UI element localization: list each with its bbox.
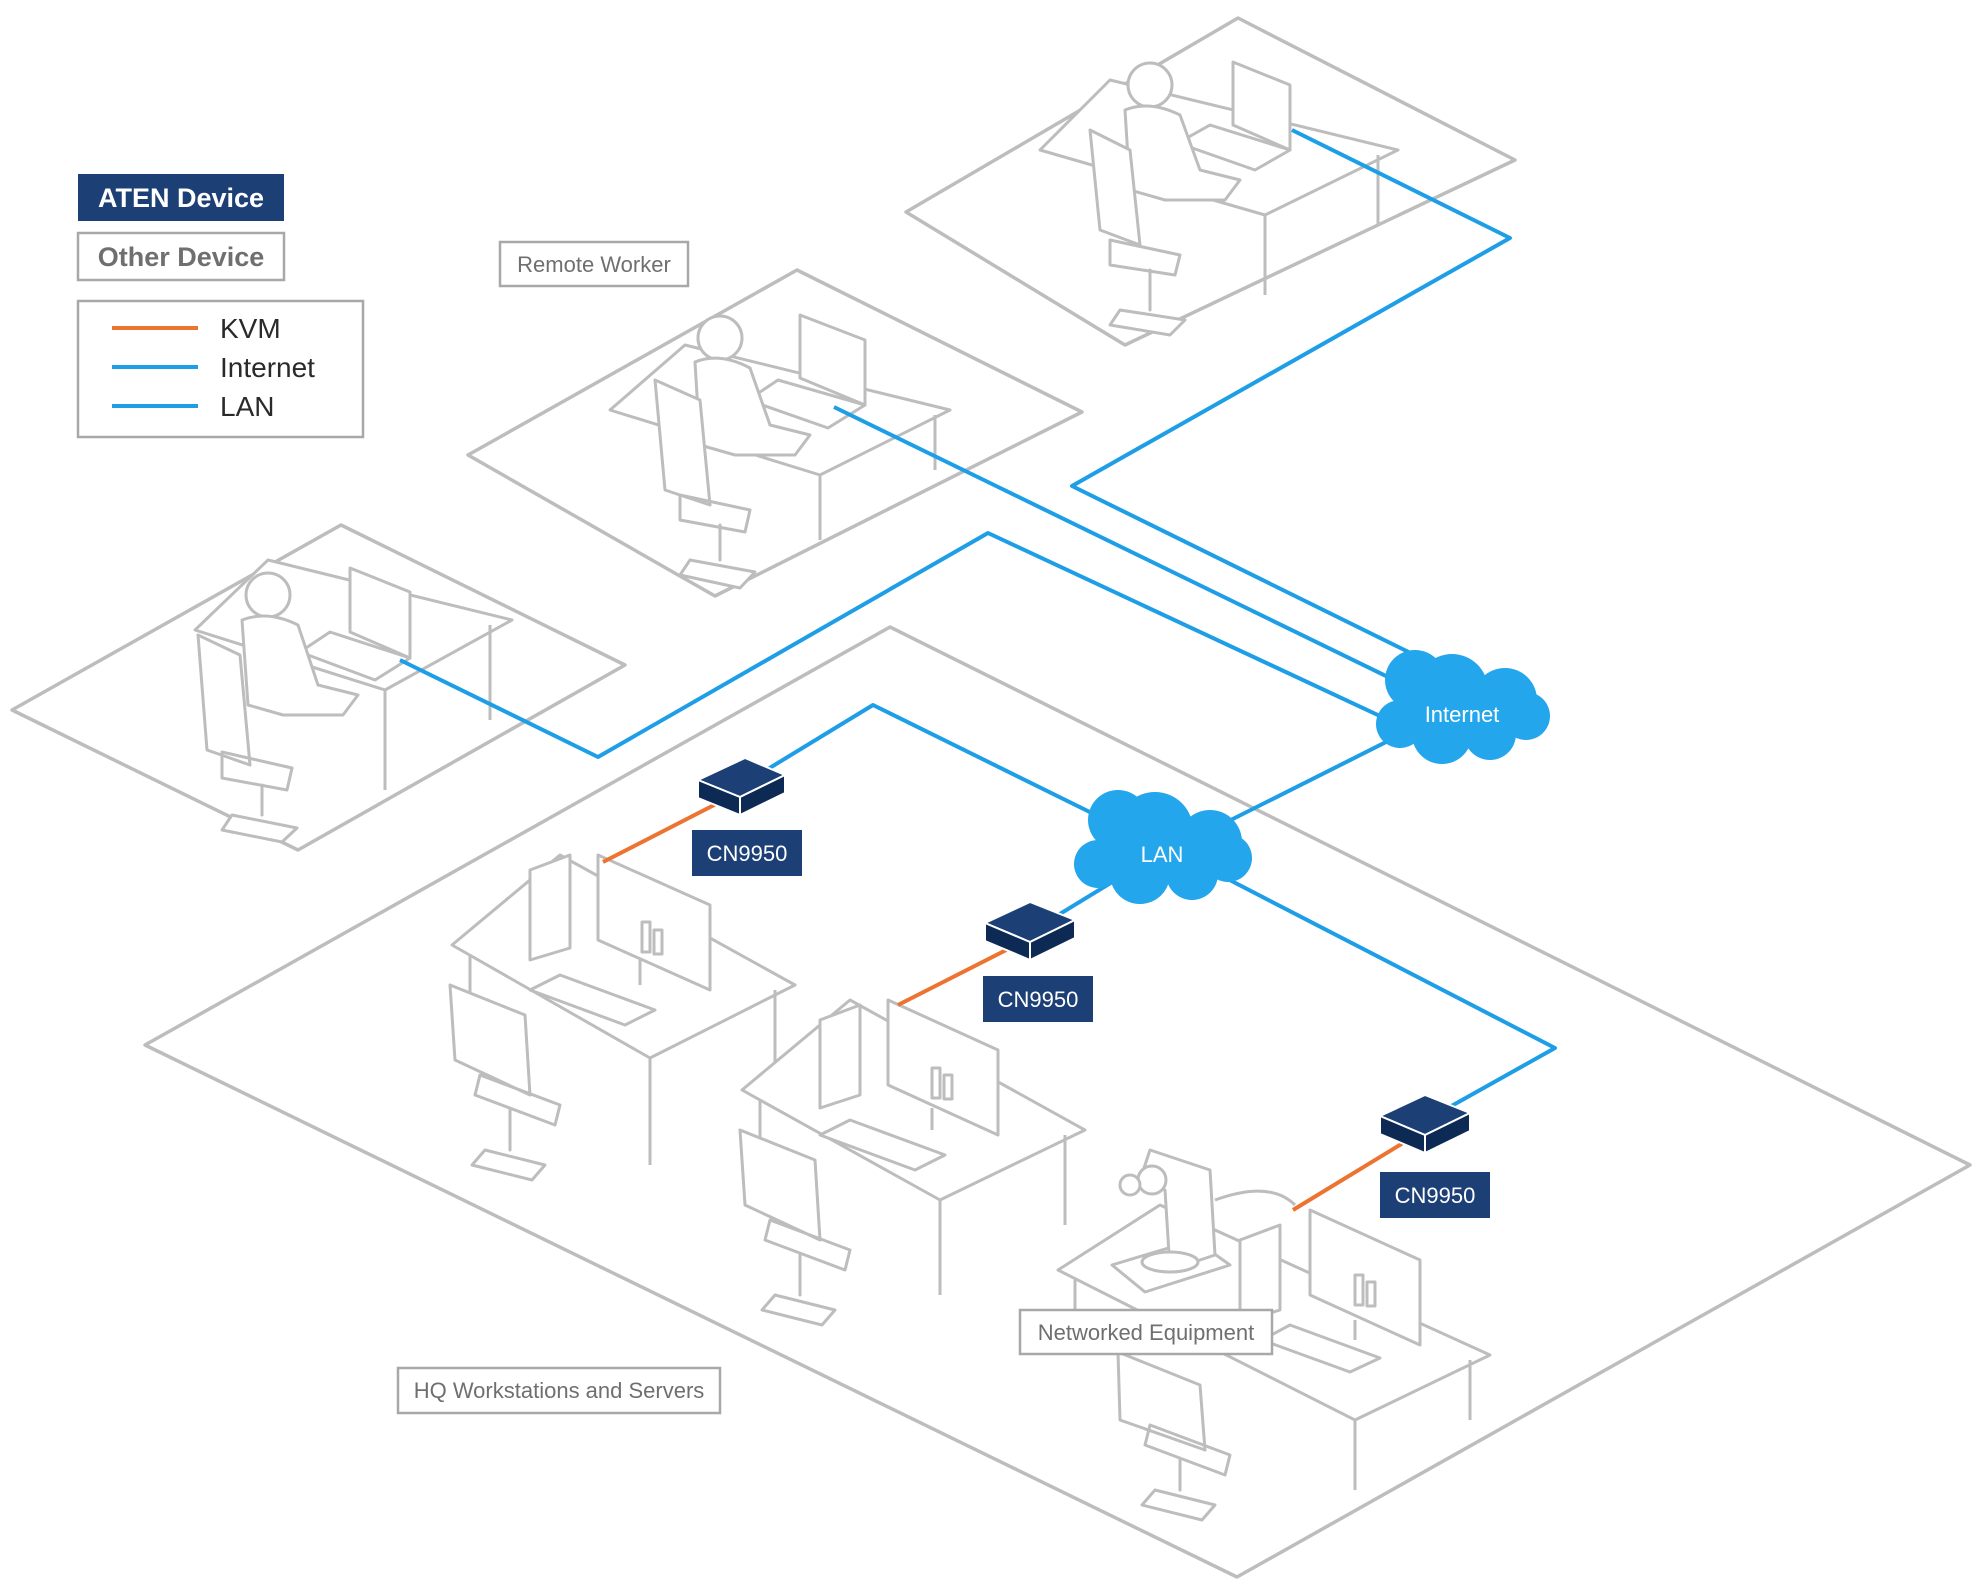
cn9950-label-1: CN9950 [707,841,788,866]
remote-workstation-middle [608,313,952,590]
remote-worker-label: Remote Worker [498,240,690,288]
legend-aten-swatch [78,174,284,221]
chair [738,1128,852,1327]
person-head [696,314,744,362]
cn9950-label-3: CN9950 [1395,1183,1476,1208]
hq-workstation-1 [448,853,797,1182]
networked-equipment-label: Networked Equipment [1018,1308,1274,1356]
cn9950-label-2: CN9950 [998,987,1079,1012]
chair [653,378,757,590]
chair [448,983,562,1182]
internet-cloud: Internet [1376,650,1550,764]
monitor [1308,1208,1422,1347]
monitor [596,853,712,992]
person-head [244,571,292,619]
person-body [1123,104,1242,202]
remote-floor-middle [466,268,1084,598]
legend-aten-label: ATEN Device [98,183,264,213]
legend-other-swatch [76,231,286,282]
lan-cloud: LAN [1074,790,1252,904]
hq-label: HQ Workstations and Servers [396,1366,722,1415]
kvm-line-1 [602,801,719,864]
hq-floor [143,625,1972,1579]
legend-kvm-label: KVM [220,313,281,344]
cn9950-device-1[interactable]: CN9950 [692,756,802,876]
pc-tower [528,853,572,962]
internet-line-left [399,531,1411,759]
legend-internet-label: Internet [220,352,315,383]
lan-to-cn9950-1 [743,703,1111,824]
legend-other-label: Other Device [98,242,265,272]
person-body [240,614,360,717]
kvm-lines [602,801,1410,1212]
internet-lines [399,128,1512,759]
chart-bar [640,920,652,954]
cn9950-device-2[interactable]: CN9950 [982,900,1093,1022]
keyboard [528,973,657,1027]
remote-floor-top [904,16,1517,347]
monitor [886,998,1000,1137]
kvm-line-2 [897,940,1023,1007]
remote-workstation-top [1038,60,1400,337]
hq-workstation-2 [738,998,1087,1327]
svg-text:HQ Workstations and Servers: HQ Workstations and Servers [414,1378,705,1403]
kvm-line-3 [1291,1138,1410,1212]
internet-line-middle [833,405,1426,697]
remote-workstation-left [193,558,514,844]
remote-floor-left [10,523,627,852]
chart-bar [930,1066,942,1100]
legend-lan-label: LAN [220,391,274,422]
microscope [1110,1148,1297,1294]
svg-text:Networked Equipment: Networked Equipment [1038,1320,1254,1345]
laptop-base [298,630,412,682]
internet-line-top [1070,128,1512,672]
lan-cloud-label: LAN [1141,842,1184,867]
chair [1088,128,1187,337]
pc-tower [1238,1223,1282,1324]
chart-bar [1353,1273,1365,1307]
pc-tower [818,1003,862,1110]
person-head [1126,61,1174,109]
chair [196,633,299,844]
chair [1116,1350,1232,1522]
internet-cloud-label: Internet [1425,702,1500,727]
cn9950-device-3[interactable]: CN9950 [1377,1093,1490,1218]
keyboard [818,1118,947,1172]
person-body [693,356,812,457]
svg-text:Remote Worker: Remote Worker [517,252,671,277]
legend: ATEN Device Other Device KVM Internet LA… [76,174,365,439]
lan-to-cn9950-3 [1219,873,1557,1120]
